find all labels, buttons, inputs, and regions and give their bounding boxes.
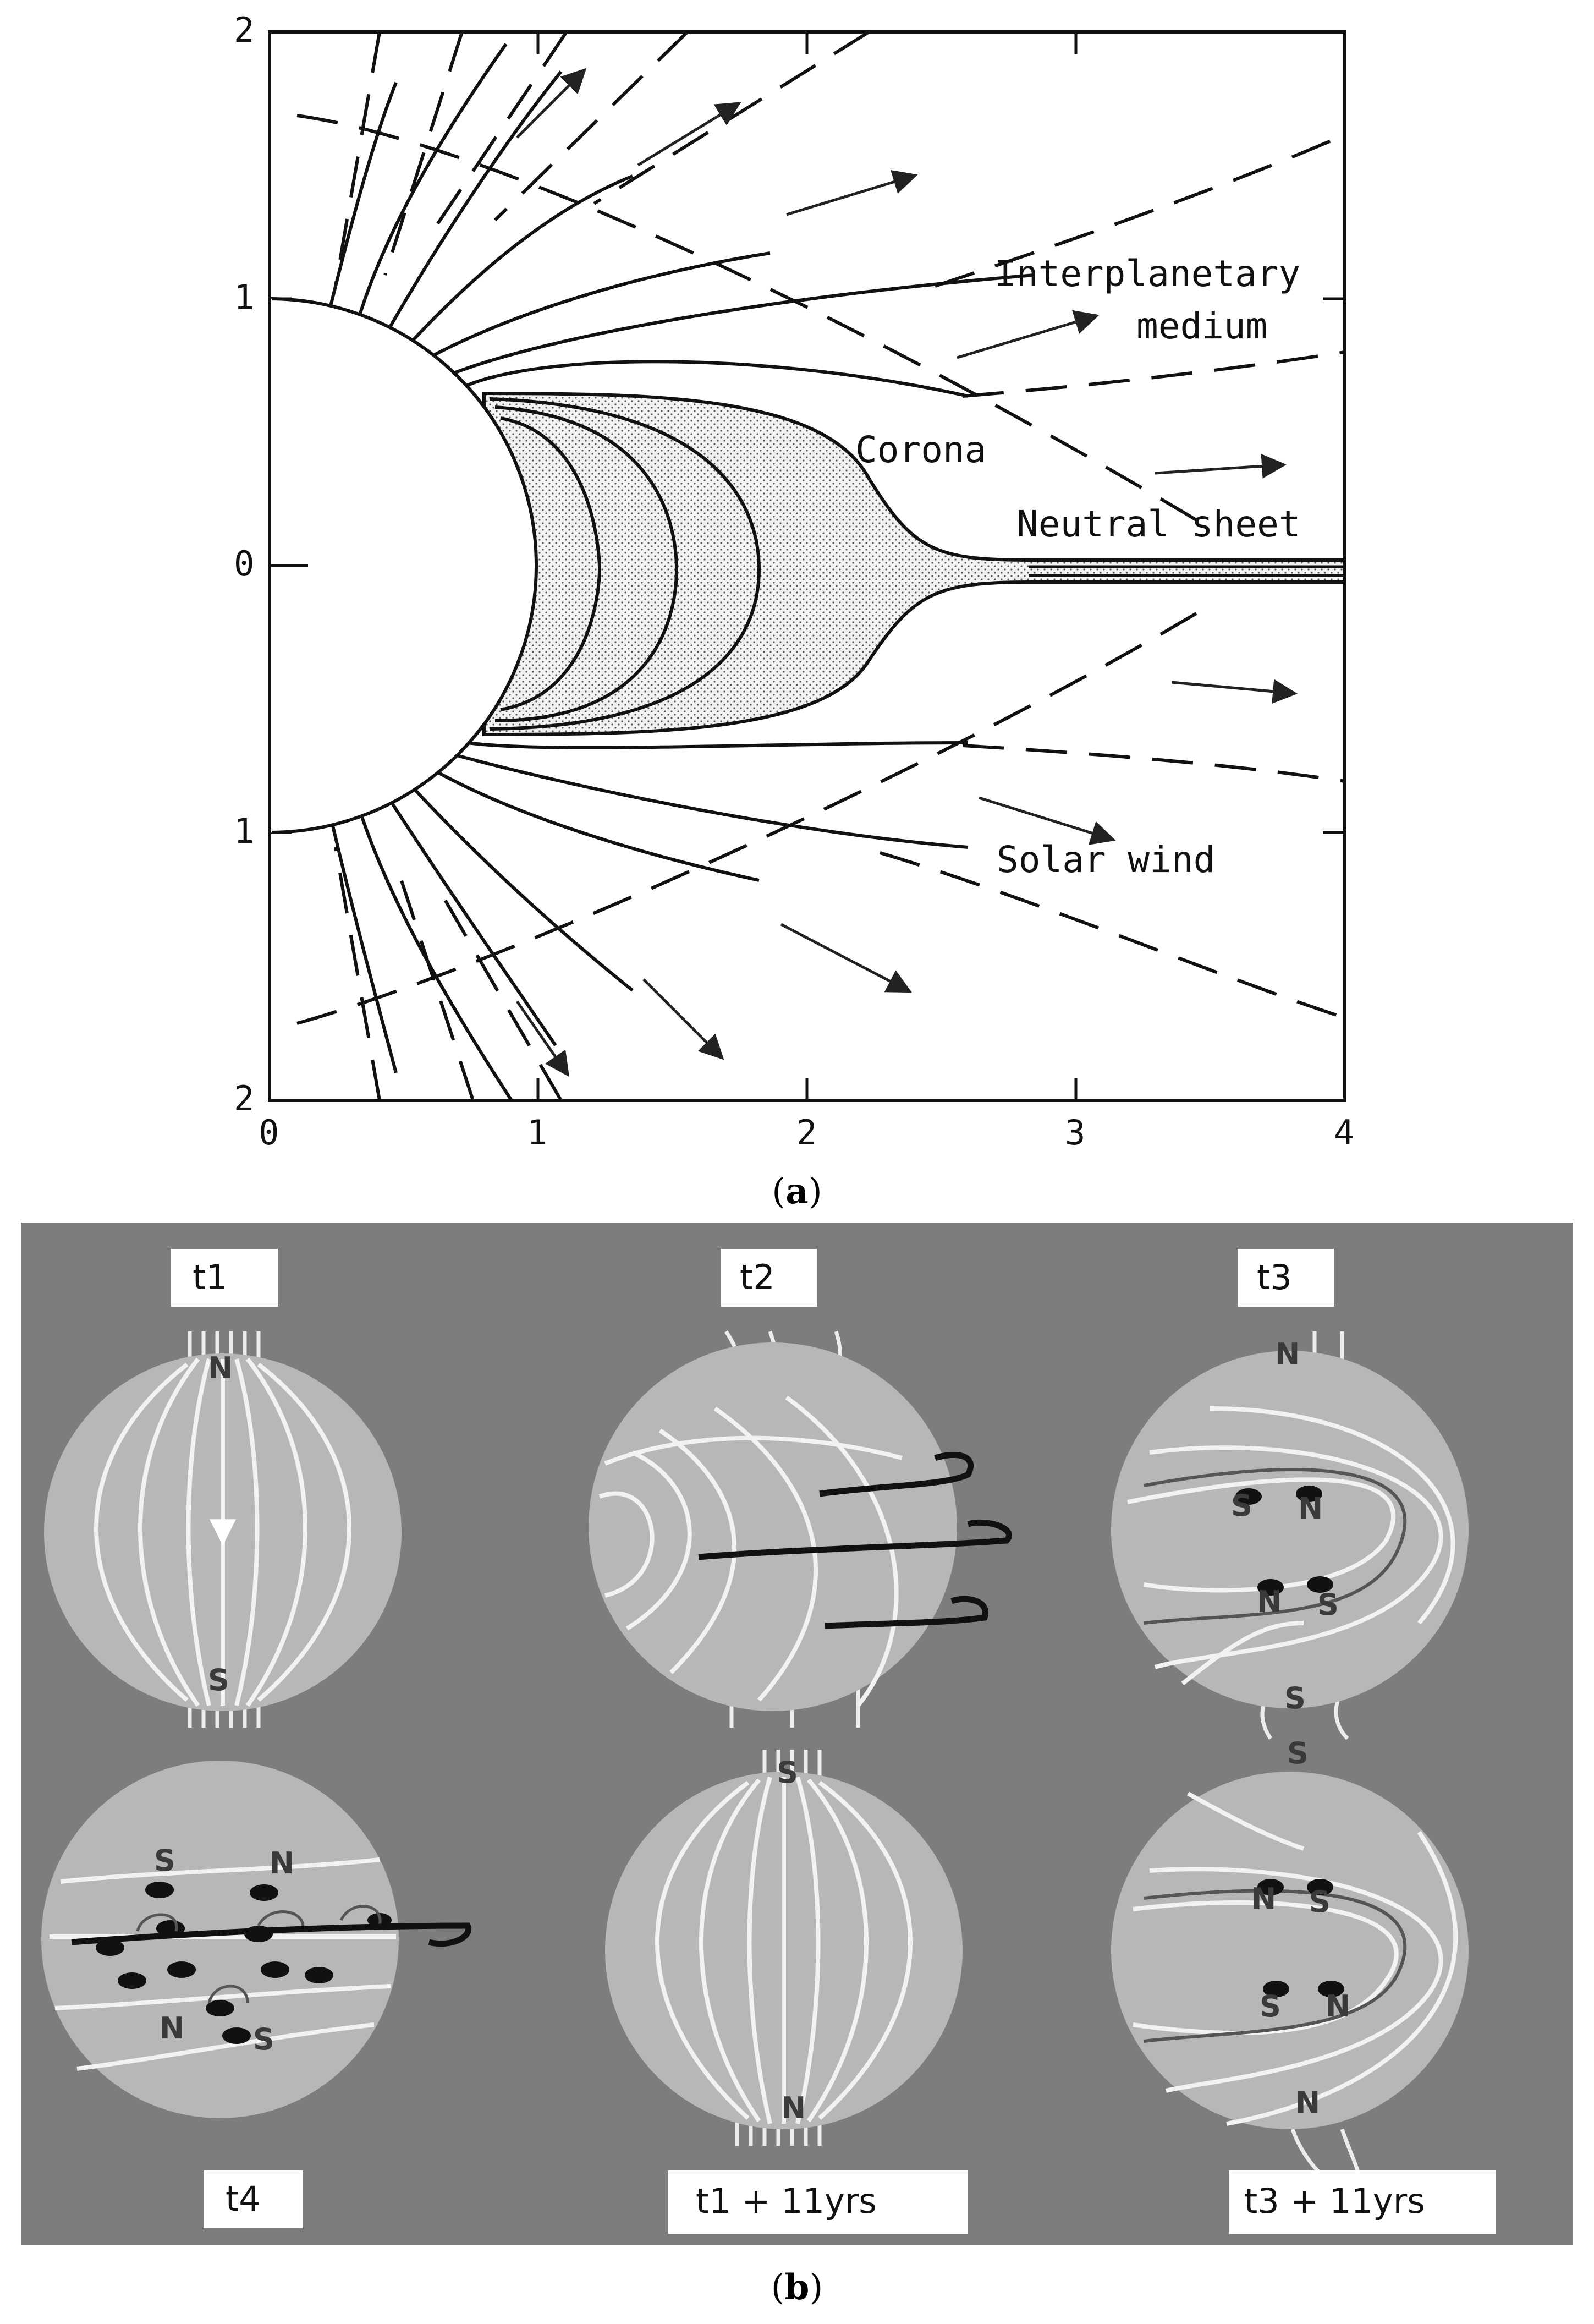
time-text-t1: t1 (193, 1257, 228, 1297)
pole-label-s: S (1231, 1488, 1252, 1523)
sphere-t3 (1111, 1331, 1469, 1740)
pole-label-s: S (253, 2022, 274, 2057)
x-tick-label: 2 (796, 1112, 817, 1153)
pole-label-s: S (154, 1843, 175, 1878)
time-text-t1-11yrs: t1 + 11yrs (696, 2181, 877, 2221)
caption-b-letter: b (784, 2267, 810, 2308)
y-tick-label: 2 (234, 10, 254, 50)
time-label-t3-11yrs: t3 + 11yrs (1229, 2170, 1496, 2234)
label-neutral-sheet: Neutral sheet (1016, 503, 1301, 545)
y-tick-label: 1 (234, 277, 254, 317)
pole-label-n: N (1257, 1585, 1282, 1619)
pole-label-s: S (1317, 1587, 1339, 1622)
x-tick-label: 0 (259, 1112, 279, 1153)
time-text-t3: t3 (1257, 1257, 1292, 1297)
y-tick-label: 2 (234, 1078, 254, 1119)
corona-field-diagram: 2 1 0 1 2 0 1 2 3 4 (234, 10, 1354, 1153)
neutral-sheet-lines (1029, 565, 1345, 577)
pole-label-s: S (777, 1755, 798, 1790)
time-text-t3-11yrs: t3 + 11yrs (1244, 2181, 1425, 2221)
time-label-t2: t2 (721, 1249, 817, 1307)
time-text-t4: t4 (226, 2179, 261, 2219)
sphere-t1 (44, 1331, 402, 1728)
label-solar-wind: Solar wind (997, 838, 1215, 881)
x-tick-label: 4 (1334, 1112, 1354, 1153)
pole-label-s: S (208, 1663, 229, 1697)
time-text-t2: t2 (740, 1257, 775, 1297)
pole-label-s: S (1284, 1681, 1306, 1715)
pole-label-n: N (270, 1846, 294, 1881)
label-medium: medium (1136, 305, 1267, 347)
pole-label-n: N (1275, 1337, 1300, 1372)
pole-label-n: N (160, 2011, 184, 2046)
caption-a: (a) (772, 1171, 822, 1212)
pole-label-n: N (1295, 2085, 1320, 2120)
label-interplanetary: Interplanetary (994, 253, 1300, 295)
sun-disk (268, 297, 538, 835)
pole-label-s: S (1287, 1736, 1309, 1771)
pole-label-n: N (1298, 1491, 1323, 1526)
pole-label-n: N (208, 1351, 233, 1385)
pole-label-s: S (1309, 1884, 1331, 1919)
sphere-t1-11yrs (605, 1750, 963, 2146)
time-label-t3: t3 (1238, 1249, 1334, 1307)
pole-label-n: N (1251, 1882, 1276, 1916)
x-tick-label: 3 (1065, 1112, 1085, 1153)
pole-label-n: N (1326, 1989, 1350, 2024)
y-tick-label: 0 (234, 544, 254, 584)
flow-arrows (515, 68, 1298, 1077)
caption-b: (b) (771, 2267, 823, 2308)
x-tick-label: 1 (527, 1112, 547, 1153)
time-label-t4: t4 (204, 2170, 303, 2228)
pole-label-s: S (1260, 1989, 1281, 2024)
x-axis-ticks (536, 32, 1078, 1100)
label-corona: Corona (855, 429, 986, 471)
dynamo-panel-background (21, 1223, 1573, 2245)
dashed-field-lines (296, 30, 1346, 1101)
closed-loops (489, 397, 761, 731)
sphere-t3-11yrs (1111, 1772, 1469, 2175)
time-label-t1: t1 (171, 1249, 278, 1307)
sphere-t4 (41, 1761, 471, 2118)
caption-a-letter: a (785, 1171, 809, 1212)
sphere-t2 (589, 1330, 1012, 1728)
corona-region (482, 391, 1346, 737)
time-label-t1-11yrs: t1 + 11yrs (668, 2170, 968, 2234)
open-field-lines (328, 43, 1035, 1101)
pole-label-n: N (781, 2091, 806, 2125)
y-tick-label: 1 (234, 811, 254, 851)
